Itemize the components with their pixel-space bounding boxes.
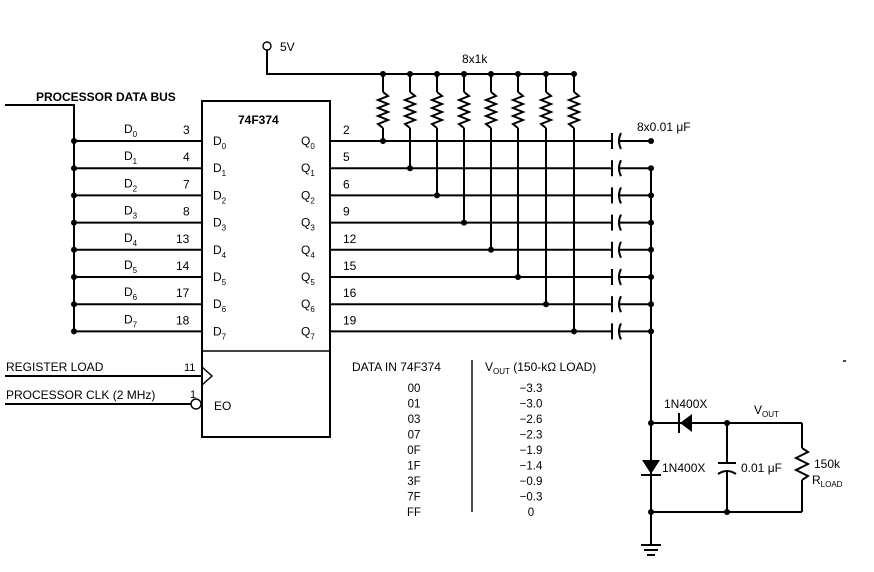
chip-input-label: D0 bbox=[213, 134, 227, 151]
table-vout-cell: −3.3 bbox=[520, 383, 543, 395]
pullup-resistor bbox=[566, 91, 582, 129]
input-pin-label: 18 bbox=[176, 313, 190, 327]
data-table: DATA IN 74F374 VOUT (150-kΩ LOAD) 00 −3.3… bbox=[352, 360, 596, 519]
input-pin-label: 4 bbox=[183, 150, 190, 164]
output-pin-label: 9 bbox=[343, 205, 350, 219]
bus-bit-label: D0 bbox=[124, 122, 138, 139]
table-vout-cell: −1.4 bbox=[520, 461, 543, 473]
table-data-cell: 0F bbox=[407, 445, 420, 457]
table-vout-cell: −1.9 bbox=[520, 445, 543, 457]
table-data-cell: 7F bbox=[407, 492, 420, 504]
input-pin-label: 13 bbox=[176, 232, 190, 246]
output-pin-label: 5 bbox=[343, 150, 350, 164]
output-pin-label: 6 bbox=[343, 177, 350, 191]
table-data-cell: 03 bbox=[408, 414, 421, 426]
capacitor-array-label: 8x0.01 μF bbox=[637, 120, 691, 134]
output-pin-label: 2 bbox=[343, 123, 350, 137]
bus-bit-label: D4 bbox=[124, 231, 138, 248]
output-section: 1N400X VOUT 1N400X 0.01 μF 150k RLOAD bbox=[641, 397, 843, 556]
chip-input-label: D1 bbox=[213, 161, 227, 178]
output-pin-label: 15 bbox=[343, 259, 357, 273]
chip-output-label: Q4 bbox=[301, 243, 315, 260]
pullup-resistor bbox=[429, 91, 445, 129]
diode-bottom bbox=[642, 460, 660, 474]
table-data-cell: 07 bbox=[408, 430, 421, 442]
table-vout-cell: −0.9 bbox=[520, 476, 543, 488]
table-col1-header: DATA IN 74F374 bbox=[352, 360, 441, 374]
chip-input-label: D2 bbox=[213, 188, 227, 205]
load-label: RLOAD bbox=[812, 473, 843, 489]
resistor-array bbox=[375, 71, 582, 332]
bus-bit-label: D5 bbox=[124, 258, 138, 275]
output-pin-label: 16 bbox=[343, 286, 357, 300]
output-pin-label: 19 bbox=[343, 313, 357, 327]
output-cap-label: 0.01 μF bbox=[741, 461, 782, 475]
chip-input-label: D5 bbox=[213, 270, 227, 287]
table-col2-header: VOUT (150-kΩ LOAD) bbox=[485, 360, 596, 376]
diode-top-label: 1N400X bbox=[664, 397, 707, 411]
chip-output-label: Q1 bbox=[301, 161, 315, 178]
bus-bit-label: D1 bbox=[124, 149, 138, 166]
diode-bottom-label: 1N400X bbox=[662, 461, 705, 475]
chip-label: 74F374 bbox=[238, 113, 279, 127]
supply-terminal bbox=[262, 41, 272, 51]
vout-label: VOUT bbox=[754, 403, 779, 419]
chip-input-label: D7 bbox=[213, 324, 227, 341]
pullup-resistor bbox=[402, 91, 418, 129]
capacitor-array bbox=[611, 132, 654, 340]
table-data-cell: 00 bbox=[408, 383, 421, 395]
table-vout-cell: −2.3 bbox=[520, 430, 543, 442]
table-data-cell: 1F bbox=[407, 461, 420, 473]
supply-label: 5V bbox=[280, 40, 295, 54]
clock-label: PROCESSOR CLK (2 MHz) bbox=[6, 388, 155, 402]
ground-icon bbox=[641, 544, 661, 556]
input-pin-label: 3 bbox=[183, 123, 190, 137]
chip-input-label: D3 bbox=[213, 216, 227, 233]
chip-output-label: Q6 bbox=[301, 297, 315, 314]
table-data-cell: 3F bbox=[407, 476, 420, 488]
pin-eo-label: 1 bbox=[190, 389, 196, 401]
table-vout-cell: −3.0 bbox=[520, 399, 543, 411]
table-vout-cell: −2.6 bbox=[520, 414, 543, 426]
pullup-resistor bbox=[538, 91, 554, 129]
pullup-resistor bbox=[375, 91, 391, 129]
chip-output-label: Q0 bbox=[301, 134, 315, 151]
chip-input-label: D4 bbox=[213, 243, 227, 260]
chip-output-label: Q2 bbox=[301, 188, 315, 205]
pin-clk-label: 11 bbox=[184, 362, 195, 374]
input-pin-label: 7 bbox=[183, 177, 190, 191]
input-pin-label: 14 bbox=[176, 259, 190, 273]
pullup-resistor bbox=[510, 91, 526, 129]
bus-bit-label: D2 bbox=[124, 176, 138, 193]
table-data-cell: FF bbox=[407, 507, 421, 519]
chip-output-label: Q7 bbox=[301, 324, 315, 341]
chip-74f374 bbox=[201, 100, 331, 438]
chip-output-label: Q3 bbox=[301, 216, 315, 233]
pullup-resistor bbox=[456, 91, 472, 129]
diode-top bbox=[680, 414, 692, 432]
bus-bit-label: D7 bbox=[124, 312, 138, 329]
bus-label: PROCESSOR DATA BUS bbox=[36, 90, 176, 104]
chip-input-label: D6 bbox=[213, 297, 227, 314]
register-load-label: REGISTER LOAD bbox=[6, 360, 104, 374]
eo-label: EO bbox=[214, 399, 231, 413]
chip-output-label: Q5 bbox=[301, 270, 315, 287]
resistor-array-label: 8x1k bbox=[462, 52, 488, 66]
bus-bit-label: D3 bbox=[124, 204, 138, 221]
table-vout-cell: 0 bbox=[528, 507, 534, 519]
input-pin-label: 17 bbox=[176, 286, 190, 300]
input-pin-label: 8 bbox=[183, 205, 190, 219]
load-value-label: 150k bbox=[814, 457, 841, 471]
bus-bit-label: D6 bbox=[124, 285, 138, 302]
table-vout-cell: −0.3 bbox=[520, 492, 543, 504]
table-data-cell: 01 bbox=[408, 399, 421, 411]
pullup-resistor bbox=[483, 91, 499, 129]
output-pin-label: 12 bbox=[343, 232, 357, 246]
